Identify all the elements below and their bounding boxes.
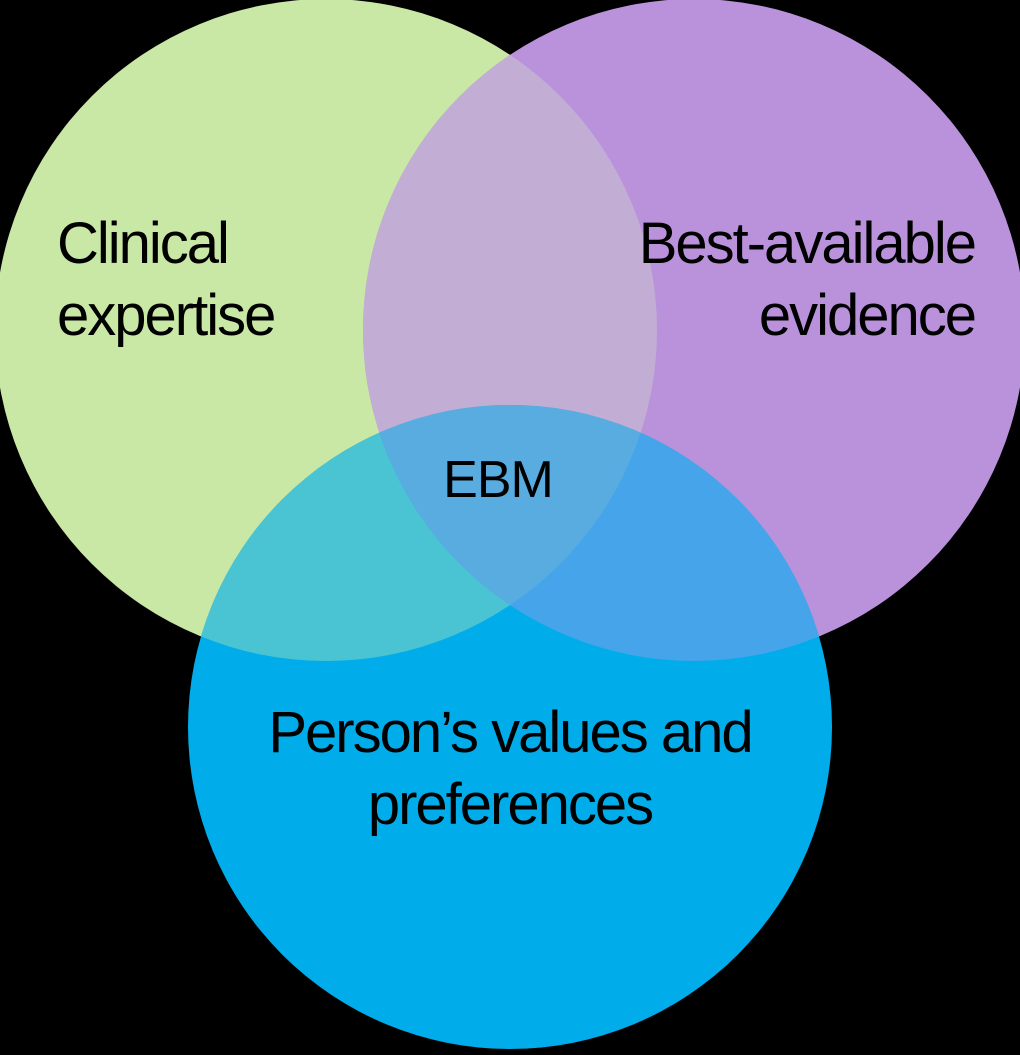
ebm-center-label: EBM <box>443 451 554 509</box>
evidence-values-overlap <box>363 405 832 661</box>
clinical-expertise-label: Clinical expertise <box>57 211 276 348</box>
best-available-evidence-label: Best-available evidence <box>638 211 977 348</box>
persons-values-label: Person’s values and preferences <box>268 700 753 837</box>
clinical-values-overlap <box>188 405 657 661</box>
